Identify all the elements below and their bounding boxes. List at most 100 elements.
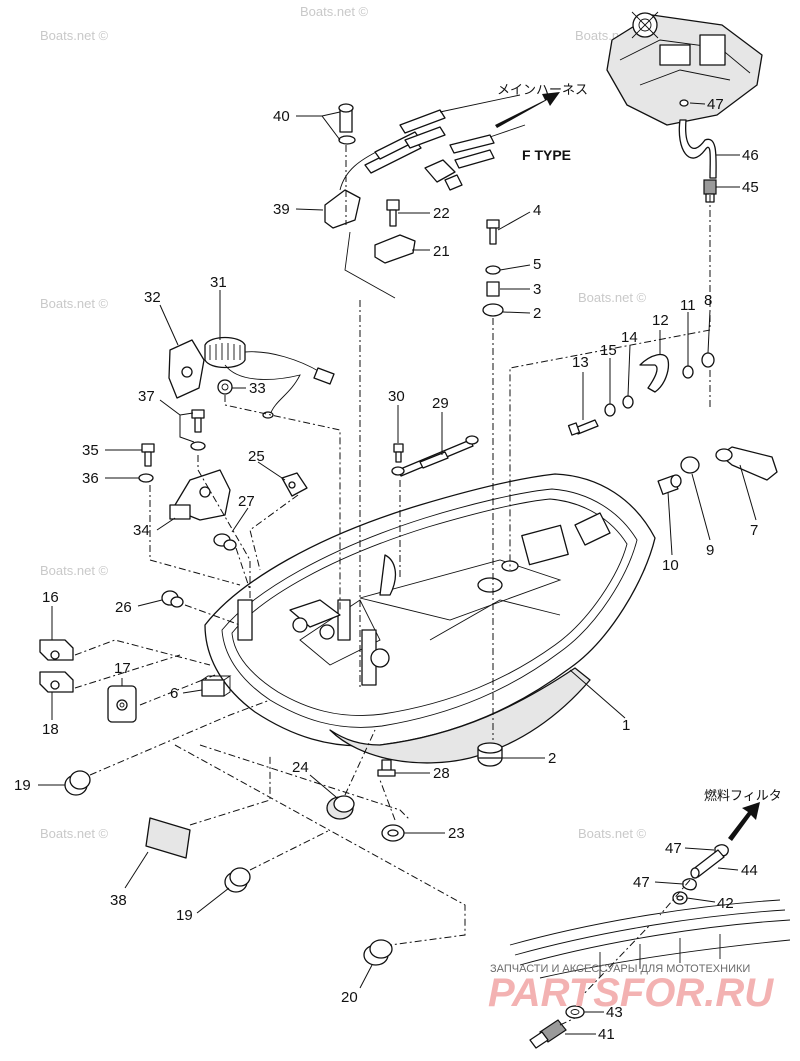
union-41 <box>529 1019 567 1049</box>
bolt-4-stack <box>482 219 504 317</box>
brand-logo: PARTSFOR.RU <box>488 971 774 1015</box>
watermark: Boats.net © <box>578 826 647 841</box>
washer-8 <box>701 352 715 368</box>
fuel-pump-engine <box>606 11 763 126</box>
callout-45: 45 <box>742 179 759 196</box>
watermark: Boats.net © <box>40 296 109 311</box>
callout-42: 42 <box>717 895 734 912</box>
callout-10: 10 <box>662 557 679 574</box>
bushing-9 <box>680 456 700 474</box>
callout-23: 23 <box>448 825 465 842</box>
callout-12: 12 <box>652 312 669 329</box>
fuel-tank-edge <box>509 899 791 979</box>
bracket-34-assembly <box>138 409 231 521</box>
link-rod-29 <box>391 435 479 477</box>
callout-26: 26 <box>115 599 132 616</box>
callout-21: 21 <box>433 243 450 260</box>
callout-46: 46 <box>742 147 759 164</box>
plate-18 <box>39 671 74 693</box>
bottom-cowling <box>204 473 656 764</box>
callout-20: 20 <box>341 989 358 1006</box>
callout-18: 18 <box>42 721 59 738</box>
leader-lines <box>38 102 757 1035</box>
washer-11 <box>682 365 694 379</box>
callout-1: 1 <box>622 717 630 734</box>
callout-14: 14 <box>621 329 638 346</box>
callout-22: 22 <box>433 205 450 222</box>
watermark: Boats.net © <box>578 290 647 305</box>
joint-44 <box>690 849 725 879</box>
wire-harness-assembly <box>324 94 526 299</box>
callout-labels: 1 2 2 3 4 5 6 7 8 9 10 11 12 13 14 15 16… <box>14 96 759 1043</box>
plate-17 <box>107 685 137 723</box>
callout-19: 19 <box>14 777 31 794</box>
hose-46 <box>678 99 717 179</box>
plug-20 <box>363 939 393 966</box>
watermark: Boats.net © <box>40 826 109 841</box>
link-12 <box>639 353 670 393</box>
bolt-28 <box>377 759 396 777</box>
callout-25: 25 <box>248 448 265 465</box>
filter-arrow <box>728 802 760 841</box>
callout-47: 47 <box>707 96 724 113</box>
callout-38: 38 <box>110 892 127 909</box>
grommet-23 <box>381 824 405 842</box>
callout-17: 17 <box>114 660 131 677</box>
callout-41: 41 <box>598 1026 615 1043</box>
callout-19: 19 <box>176 907 193 924</box>
grommet-26 <box>161 590 184 608</box>
f-type-label: F TYPE <box>522 147 571 163</box>
cap-24 <box>326 795 355 820</box>
fuel-filter-label: 燃料フィルタ <box>704 788 782 803</box>
grommet-27 <box>213 533 237 551</box>
callout-15: 15 <box>600 342 617 359</box>
starter-relay-assembly <box>168 336 335 419</box>
callout-9: 9 <box>706 542 714 559</box>
callout-43: 43 <box>606 1004 623 1021</box>
collar-10 <box>657 474 682 495</box>
plug-19-left <box>64 770 91 796</box>
main-harness-label: メインハーネス <box>497 82 588 97</box>
callout-35: 35 <box>82 442 99 459</box>
washer-14 <box>622 395 634 409</box>
callout-32: 32 <box>144 289 161 306</box>
plug-19-bottom <box>224 867 251 893</box>
callout-8: 8 <box>704 292 712 309</box>
callout-37: 37 <box>138 388 155 405</box>
plate-16 <box>39 639 74 661</box>
bolt-13 <box>567 419 599 436</box>
callout-2: 2 <box>548 750 556 767</box>
callout-34: 34 <box>133 522 150 539</box>
pad-6 <box>201 675 232 697</box>
callout-24: 24 <box>292 759 309 776</box>
callout-30: 30 <box>388 388 405 405</box>
brand-tagline: ЗАПЧАСТИ И АКСЕССУАРЫ ДЛЯ МОТОТЕХНИКИ <box>490 963 750 975</box>
callout-31: 31 <box>210 274 227 291</box>
lever-7 <box>715 446 778 481</box>
bolt-22 <box>386 199 400 227</box>
callout-44: 44 <box>741 862 758 879</box>
callout-36: 36 <box>82 470 99 487</box>
grommet-25 <box>281 472 308 497</box>
callout-27: 27 <box>238 493 255 510</box>
callout-47: 47 <box>665 840 682 857</box>
clamp-47-lower <box>682 878 697 891</box>
watermark: Boats.net © <box>300 4 369 19</box>
callout-11: 11 <box>680 297 696 314</box>
assembly-lines <box>74 145 711 1026</box>
callout-47: 47 <box>633 874 650 891</box>
callout-5: 5 <box>533 256 541 273</box>
callout-2: 2 <box>533 305 541 322</box>
grommet-42 <box>672 891 688 905</box>
callout-7: 7 <box>750 522 758 539</box>
callout-4: 4 <box>533 202 541 219</box>
harness-arrow <box>495 92 560 128</box>
callout-28: 28 <box>433 765 450 782</box>
callout-39: 39 <box>273 201 290 218</box>
partsfor-branding: ЗАПЧАСТИ И АКСЕССУАРЫ ДЛЯ МОТОТЕХНИКИ PA… <box>488 963 774 1015</box>
bracket-21 <box>374 234 416 264</box>
callout-6: 6 <box>170 685 178 702</box>
mount-rubber-2-bottom <box>477 742 503 767</box>
label-plate-38 <box>145 817 191 859</box>
